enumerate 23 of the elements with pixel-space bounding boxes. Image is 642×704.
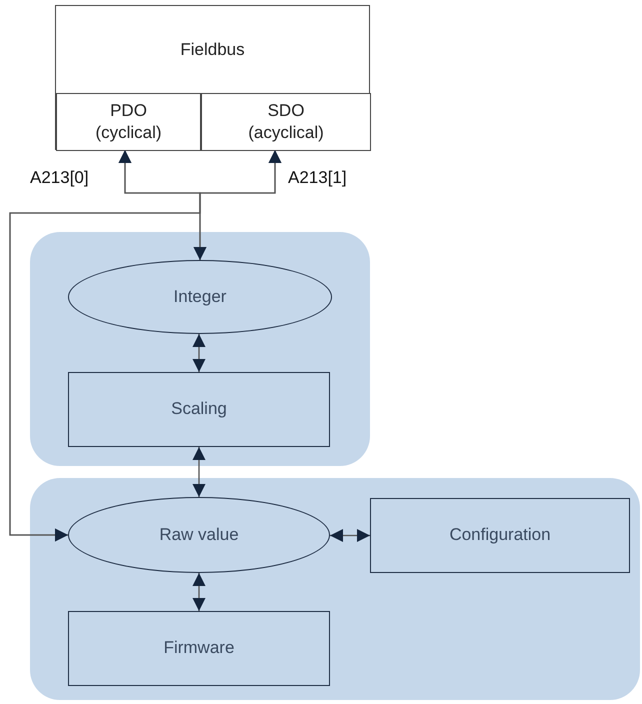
arrow: [192, 334, 206, 372]
node-label: Raw value: [159, 524, 239, 546]
node-label: PDO (cyclical): [94, 100, 163, 144]
signal-label: A213[0]: [30, 168, 89, 188]
process-box: [201, 93, 371, 151]
process-box: [370, 498, 630, 573]
node-label: SDO (acyclical): [247, 100, 325, 144]
node-label: Integer: [174, 286, 226, 308]
process-box: [68, 372, 330, 447]
node-label: Scaling: [171, 398, 227, 420]
node-label: Fieldbus: [180, 38, 245, 60]
process-box: [56, 93, 201, 151]
arrow: [9, 150, 282, 542]
signal-label: A213[1]: [288, 168, 347, 188]
node-label: Firmware: [164, 637, 234, 660]
process-box: [68, 611, 330, 686]
arrow: [192, 573, 206, 611]
arrow: [192, 447, 206, 497]
arrow: [330, 529, 370, 542]
node-label: Configuration: [449, 524, 551, 546]
group-panel: [30, 478, 640, 700]
fieldbus-box: [55, 5, 370, 150]
group-panel: [30, 232, 370, 466]
